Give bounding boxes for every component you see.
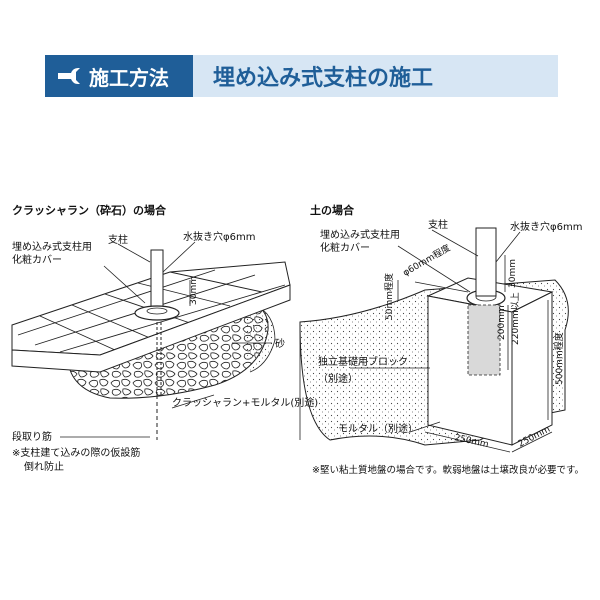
left-cover-label-1: 埋め込み式支柱用 [12,240,92,253]
right-dia-label: φ60mm程度 [401,242,453,279]
left-crusher-label: クラッシャラン+モルタル(別途) [172,396,318,409]
page-title: 埋め込み式支柱の施工 [213,66,434,91]
right-post [475,227,497,297]
left-post-label: 支柱 [108,233,128,246]
left-rebar-label: 段取り筋 [12,430,52,443]
left-depth-30: 30mm [189,276,199,305]
right-diagram: 土の場合 埋め [299,203,584,476]
right-len-500: 500mm程度 [553,332,565,385]
right-depth-50: 50mm程度 [383,273,395,320]
wrench-icon [58,68,80,84]
method-badge: 施工方法 [45,55,193,97]
left-note-2: 倒れ防止 [24,460,64,473]
left-sand-label: 砂 [275,337,285,350]
right-drain-label: 水抜き穴φ6mm [510,220,582,233]
block-side-face [511,291,553,446]
mortar-fill [467,304,501,376]
left-heading: クラッシャラン（砕石）の場合 [12,203,167,217]
left-drain-label: 水抜き穴φ6mm [183,230,255,243]
right-mortar-label: モルタル（別途） [338,422,418,435]
badge-label: 施工方法 [89,65,169,90]
header-bar: 施工方法 埋め込み式支柱の施工 [45,55,558,97]
left-post [150,249,164,313]
left-diagram: クラッシャラン（砕石）の場合 30mm [11,203,318,473]
right-dimensions [397,255,553,453]
right-len-200: 200mm [497,305,507,340]
left-leaders [60,241,272,438]
right-len-220: 220mm以上 [510,292,521,345]
right-post-label: 支柱 [428,218,448,231]
right-cover-label-2: 化粧カバー [320,241,370,254]
left-note-1: ※支柱建て込みの際の仮設筋 [12,446,140,459]
right-block-sub: （別途） [318,372,358,385]
right-cover-label-1: 埋め込み式支柱用 [320,228,400,241]
right-depth-30: 30mm [508,259,518,288]
page-title-band: 埋め込み式支柱の施工 [193,55,558,97]
right-heading: 土の場合 [310,203,355,217]
left-cover-label-2: 化粧カバー [12,253,62,266]
right-note: ※堅い粘土質地盤の場合です。軟弱地盤は土壌改良が必要です。 [312,464,584,476]
paving-edge [11,284,291,373]
right-block-label: 独立基礎用ブロック [318,355,408,368]
right-leaders [350,229,521,433]
